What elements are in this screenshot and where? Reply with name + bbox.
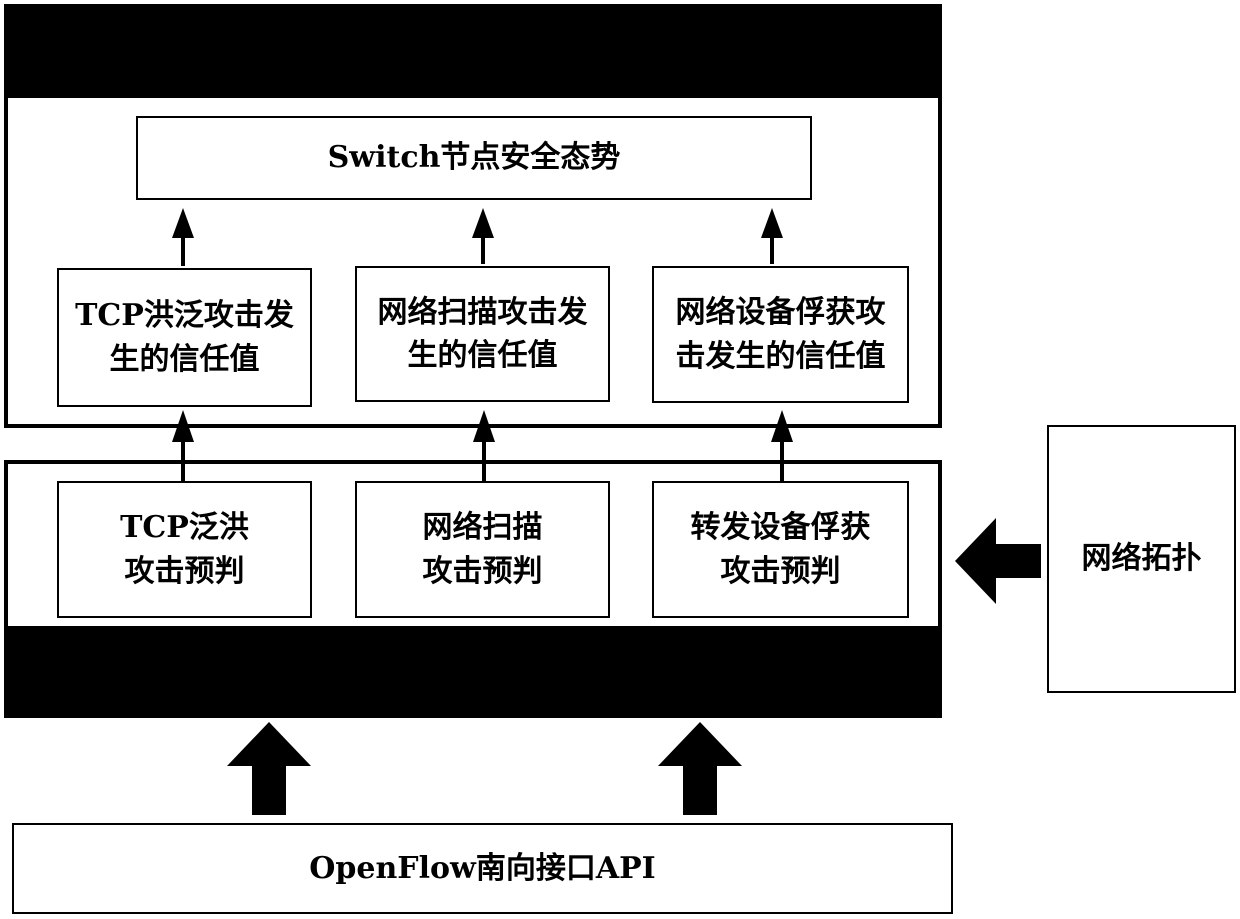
device-capture-prediction-line1: 转发设备俘获 (690, 510, 871, 545)
arrow-up-icon (172, 410, 194, 481)
arrow-up-icon (473, 410, 495, 481)
arrow-up-icon (761, 208, 783, 264)
tcp-flood-prediction-line1: TCP泛洪 (120, 510, 249, 545)
network-scan-trust-line1: 网络扫描攻击发 (377, 294, 588, 330)
tcp-flood-trust-line2: 生的信任值 (109, 341, 260, 377)
arrow-up-icon (472, 208, 494, 264)
openflow-api-box: OpenFlow南向接口API (12, 823, 953, 914)
bottom-black-bar (4, 626, 942, 718)
switch-security-situation-label: Switch节点安全态势 (327, 140, 621, 176)
openflow-api-label: OpenFlow南向接口API (309, 850, 656, 886)
network-scan-trust-line2: 生的信任值 (407, 338, 558, 373)
arrow-up-icon (771, 410, 793, 481)
network-scan-prediction-line1: 网络扫描 (422, 510, 543, 545)
device-capture-trust-line1: 网络设备俘获攻 (675, 295, 886, 330)
device-capture-prediction-box: 转发设备俘获 攻击预判 (652, 481, 909, 618)
network-topology-label: 网络拓扑 (1081, 541, 1202, 577)
thick-arrow-left-icon (955, 518, 1041, 604)
thick-arrow-up-icon (658, 722, 742, 815)
device-capture-trust-box: 网络设备俘获攻 击发生的信任值 (652, 266, 909, 403)
switch-security-situation-box: Switch节点安全态势 (136, 116, 812, 200)
network-topology-box: 网络拓扑 (1047, 425, 1236, 693)
network-scan-trust-box: 网络扫描攻击发 生的信任值 (355, 266, 610, 402)
arrow-up-icon (172, 208, 194, 266)
thick-arrow-up-icon (227, 722, 311, 815)
tcp-flood-prediction-box: TCP泛洪 攻击预判 (57, 481, 312, 618)
tcp-flood-trust-line1: TCP洪泛攻击发 (75, 298, 294, 333)
tcp-flood-prediction-line2: 攻击预判 (124, 553, 245, 589)
top-header-bar (4, 4, 942, 98)
device-capture-prediction-line2: 攻击预判 (720, 553, 841, 589)
device-capture-trust-line2: 击发生的信任值 (675, 338, 886, 374)
trust-layer-frame (4, 94, 942, 428)
tcp-flood-trust-box: TCP洪泛攻击发 生的信任值 (57, 268, 312, 407)
network-scan-prediction-line2: 攻击预判 (422, 553, 543, 589)
network-scan-prediction-box: 网络扫描 攻击预判 (355, 481, 610, 618)
